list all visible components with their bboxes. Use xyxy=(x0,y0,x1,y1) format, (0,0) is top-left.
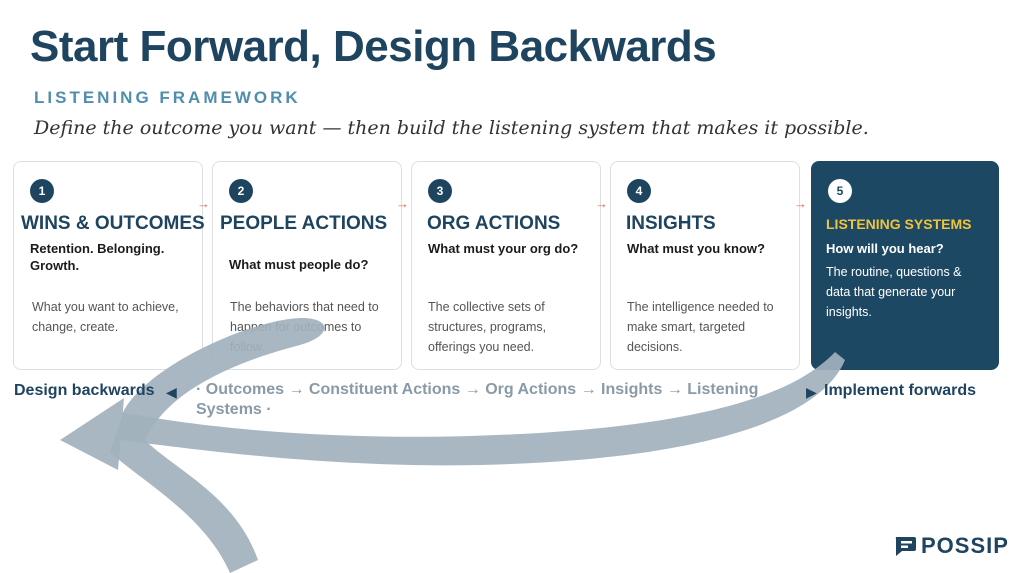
step-title-2: PEOPLE ACTIONS xyxy=(220,213,388,234)
step-card-2: 2 PEOPLE ACTIONS What must people do? Th… xyxy=(212,161,402,370)
tagline: Define the outcome you want — then build… xyxy=(34,117,869,139)
step-title-5: LISTENING SYSTEMS xyxy=(826,216,972,232)
speech-bubble-icon xyxy=(895,537,916,556)
step-card-4: 4 INSIGHTS What must you know? The intel… xyxy=(610,161,800,370)
framework-flow-text: · Outcomes → Constituent Actions → Org A… xyxy=(196,381,759,418)
step-question-1: Retention. Belonging. Growth. xyxy=(30,241,165,273)
step-number-3: 3 xyxy=(428,179,452,203)
step-card-5: 5 LISTENING SYSTEMS How will you hear? T… xyxy=(811,161,999,370)
step-card-1: 1 WINS & OUTCOMES Retention. Belonging. … xyxy=(13,161,205,370)
step-description-3: The collective sets of structures, progr… xyxy=(428,300,547,354)
possip-logo: POSSIP xyxy=(893,533,1009,559)
step-question-2: What must people do? xyxy=(229,257,369,272)
page-title: Start Forward, Design Backwards xyxy=(30,22,717,71)
connector-arrow-1: → xyxy=(197,196,210,211)
step-number-4: 4 xyxy=(627,179,651,203)
step-number-5: 5 xyxy=(828,179,852,203)
step-question-3: What must your org do? xyxy=(428,241,579,256)
step-number-1: 1 xyxy=(30,179,54,203)
step-title-3: ORG ACTIONS xyxy=(427,213,561,234)
step-number-2: 2 xyxy=(229,179,253,203)
connector-arrow-4: → xyxy=(794,196,807,211)
step-description-5: The routine, questions & data that gener… xyxy=(826,265,962,319)
step-description-2: The behaviors that need to happen for ou… xyxy=(230,300,379,354)
section-subtitle: LISTENING FRAMEWORK xyxy=(34,88,301,107)
implement-forwards-label: Implement forwards xyxy=(824,382,977,399)
step-question-5: How will you hear? xyxy=(826,241,944,256)
swoosh-arrowhead xyxy=(60,398,124,470)
step-question-4: What must you know? xyxy=(627,241,765,256)
triangle-left-icon: ◀ xyxy=(166,384,177,400)
logo-text: POSSIP xyxy=(921,533,1009,558)
design-backwards-label: Design backwards xyxy=(14,382,155,399)
connector-arrow-2: → xyxy=(396,196,409,211)
step-card-3: 3 ORG ACTIONS What must your org do? The… xyxy=(411,161,601,370)
step-description-4: The intelligence needed to make smart, t… xyxy=(627,300,774,354)
step-description-1: What you want to achieve, change, create… xyxy=(32,300,179,334)
step-title-4: INSIGHTS xyxy=(626,213,716,234)
connector-arrow-3: → xyxy=(595,196,608,211)
triangle-right-icon: ▶ xyxy=(806,384,817,400)
step-title-1: WINS & OUTCOMES xyxy=(21,213,205,234)
